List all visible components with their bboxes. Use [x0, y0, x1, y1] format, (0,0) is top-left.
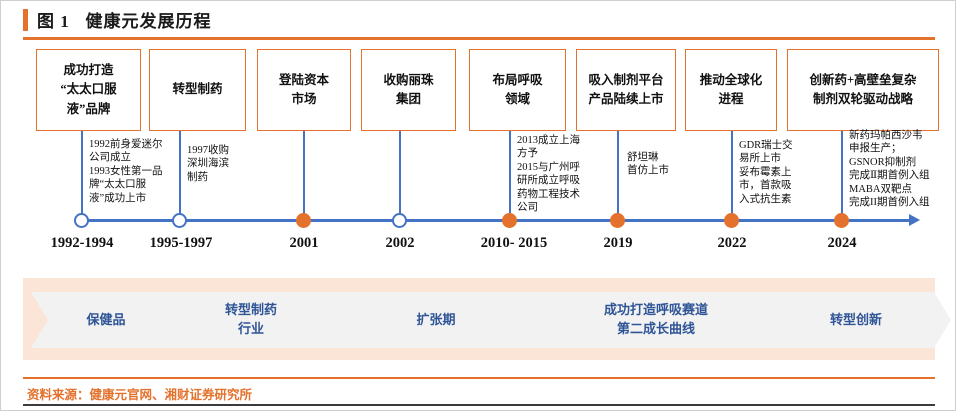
connector-stem-8	[841, 131, 844, 221]
year-label-3: 2001	[289, 235, 319, 251]
figure-header: 图 1 健康元发展历程	[1, 1, 956, 40]
year-label-1: 1992-1994	[50, 235, 114, 251]
event-box-8: 创新药+高壁垒复杂 制剂双轮驱动战略	[787, 49, 939, 131]
phase-chevron-5: 转型创新	[761, 292, 951, 348]
timeline-node-7[interactable]	[724, 213, 739, 228]
phase-chevron-2: 转型制药 行业	[161, 292, 341, 348]
event-note-6: 舒坦琳 首仿上市	[627, 152, 669, 177]
timeline-node-2[interactable]	[172, 213, 187, 228]
title-divider	[23, 37, 935, 40]
timeline-node-4[interactable]	[392, 213, 407, 228]
year-label-8: 2024	[827, 235, 857, 251]
timeline-arrow-icon	[909, 214, 920, 226]
phase-chevron-4: 成功打造呼吸赛道 第二成长曲线	[531, 292, 781, 348]
source-note: 资料来源：健康元官网、湘财证券研究所	[27, 388, 253, 402]
connector-stem-4	[399, 131, 402, 221]
footer-divider-bottom	[23, 404, 935, 406]
connector-stem-1	[81, 131, 84, 221]
year-label-6: 2019	[603, 235, 633, 251]
connector-stem-7	[731, 131, 734, 221]
connector-stem-5	[509, 131, 512, 221]
year-label-2: 1995-1997	[149, 235, 213, 251]
year-label-4: 2002	[385, 235, 415, 251]
phase-chevron-1: 保健品	[31, 292, 181, 348]
phase-chevron-3: 扩张期	[321, 292, 551, 348]
event-box-1: 成功打造 “太太口服 液”品牌	[36, 49, 141, 131]
figure-label: 图 1	[37, 12, 70, 31]
event-box-5: 布局呼吸 领域	[469, 49, 566, 131]
timeline-axis	[79, 219, 915, 223]
year-label-5: 2010- 2015	[480, 235, 548, 251]
page-title: 图 1 健康元发展历程	[37, 7, 212, 32]
timeline-node-5[interactable]	[502, 213, 517, 228]
event-box-2: 转型制药	[149, 49, 246, 131]
timeline-node-1[interactable]	[74, 213, 89, 228]
event-note-8: 新药玛帕西沙韦 申报生产； GSNOR抑制剂 完成Ⅱ期首例入组 MABA双靶点 …	[849, 130, 930, 209]
connector-stem-6	[617, 131, 620, 221]
footer-divider-top	[23, 377, 935, 380]
figure-title-text: 健康元发展历程	[85, 12, 212, 31]
event-box-6: 吸入制剂平台 产品陆续上市	[576, 49, 676, 131]
event-note-7: GDR瑞士交 易所上市 妥布霉素上 市，首款吸 入式抗生素	[739, 140, 793, 205]
timeline-node-6[interactable]	[610, 213, 625, 228]
event-box-4: 收购丽珠 集团	[361, 49, 456, 131]
connector-stem-3	[303, 131, 306, 221]
timeline-node-8[interactable]	[834, 213, 849, 228]
event-note-5: 2013成立上海 方予 2015与广州呼 研所成立呼吸 药物工程技术 公司	[517, 135, 580, 214]
timeline-node-3[interactable]	[296, 213, 311, 228]
event-note-2: 1997收购 深圳海滨 制药	[187, 145, 229, 183]
year-label-7: 2022	[717, 235, 747, 251]
event-note-1: 1992前身爱迷尔 公司成立 1993女性第一品 牌“太太口服 液”成功上市	[89, 139, 163, 204]
event-box-7: 推动全球化 进程	[685, 49, 777, 131]
event-box-3: 登陆资本 市场	[257, 49, 351, 131]
connector-stem-2	[179, 131, 182, 221]
title-accent-bar	[23, 9, 28, 31]
